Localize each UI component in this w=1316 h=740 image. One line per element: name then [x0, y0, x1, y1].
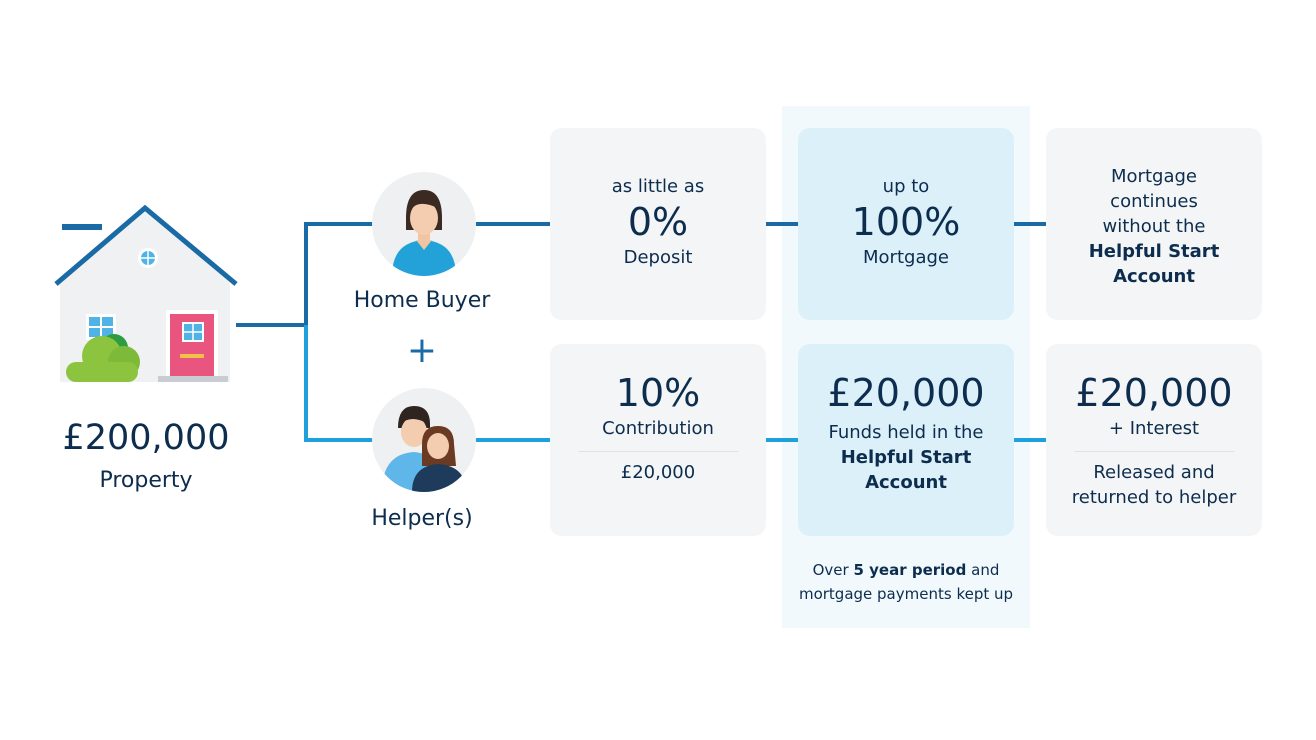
deposit-label: Deposit	[623, 247, 693, 268]
woman-icon	[392, 190, 456, 276]
mortgage-card: up to 100% Mortgage	[798, 128, 1014, 320]
mortgage-prefix: up to	[882, 176, 930, 197]
mortgage-value: 100%	[851, 200, 961, 244]
connector-vertical-top	[304, 222, 308, 326]
connector-row2-b	[1014, 438, 1048, 442]
helpers-avatar	[372, 388, 476, 492]
continues-line2: continues	[1110, 191, 1198, 212]
connector-vertical-bottom	[304, 325, 308, 442]
released-interest: + Interest	[1108, 418, 1200, 439]
contribution-value: 10%	[615, 371, 701, 415]
footnote-period: 5 year period	[853, 561, 967, 579]
connector-row2-a	[766, 438, 800, 442]
contribution-amount: £20,000	[620, 462, 696, 483]
contribution-card: 10% Contribution £20,000	[550, 344, 766, 536]
footnote-suffix: and	[971, 561, 1000, 579]
released-line1: Released and	[1093, 462, 1215, 483]
connector-helper-right	[476, 438, 552, 442]
funds-line3: Account	[865, 472, 947, 493]
divider	[1074, 451, 1234, 452]
divider	[578, 451, 738, 452]
continues-line3: without the	[1102, 216, 1206, 237]
connector-buyer-right	[476, 222, 552, 226]
home-buyer-avatar	[372, 172, 476, 276]
continues-line1: Mortgage	[1111, 166, 1197, 187]
connector-house	[236, 323, 308, 327]
footnote-prefix: Over	[812, 561, 849, 579]
mortgage-continues-card: Mortgage continues without the Helpful S…	[1046, 128, 1262, 320]
deposit-prefix: as little as	[611, 176, 705, 197]
helpers-label: Helper(s)	[371, 506, 473, 531]
funds-held-card: £20,000 Funds held in the Helpful Start …	[798, 344, 1014, 536]
footnote-line1: Over 5 year period and	[782, 558, 1030, 582]
released-value: £20,000	[1075, 371, 1233, 415]
funds-value: £20,000	[827, 371, 985, 415]
contribution-label: Contribution	[602, 418, 714, 439]
deposit-card: as little as 0% Deposit	[550, 128, 766, 320]
released-card: £20,000 + Interest Released and returned…	[1046, 344, 1262, 536]
couple-icon	[382, 406, 466, 492]
continues-line5: Account	[1113, 266, 1195, 287]
continues-line4: Helpful Start	[1088, 241, 1220, 262]
property-value: £200,000	[62, 418, 230, 458]
connector-helper-left	[304, 438, 374, 442]
mortgage-label: Mortgage	[863, 247, 949, 268]
funds-line2: Helpful Start	[840, 447, 972, 468]
deposit-value: 0%	[627, 200, 689, 244]
plus-sign: +	[406, 330, 438, 371]
house-icon	[54, 204, 238, 382]
connector-row1-a	[766, 222, 800, 226]
footnote-line2: mortgage payments kept up	[798, 585, 1014, 603]
connector-row1-b	[1014, 222, 1048, 226]
released-line2: returned to helper	[1071, 487, 1237, 508]
funds-line1: Funds held in the	[828, 422, 984, 443]
connector-buyer-left	[304, 222, 374, 226]
home-buyer-label: Home Buyer	[353, 288, 491, 313]
period-footnote: Over 5 year period and mortgage payments…	[782, 558, 1030, 606]
property-label: Property	[99, 468, 193, 493]
